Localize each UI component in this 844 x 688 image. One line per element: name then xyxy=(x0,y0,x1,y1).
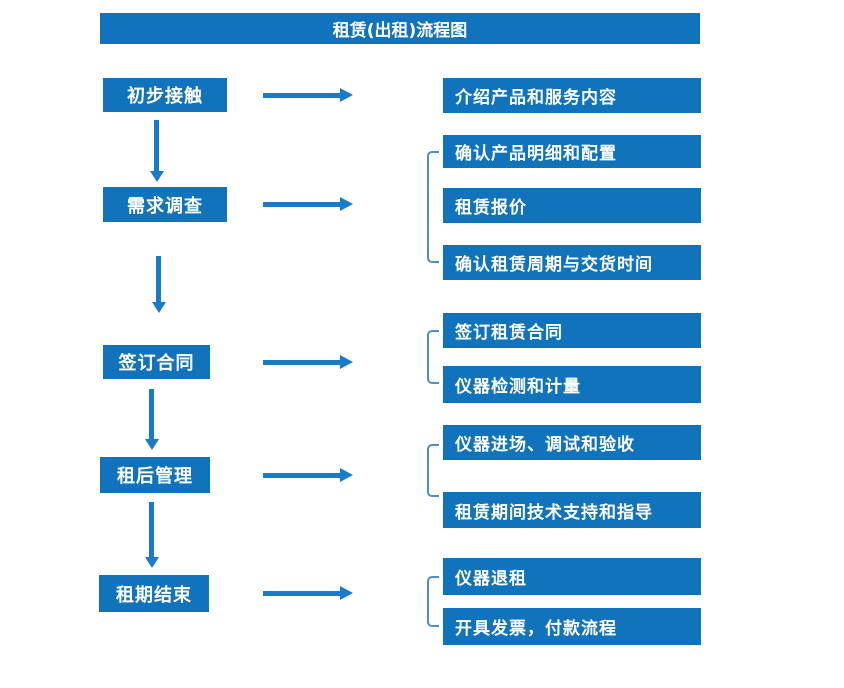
step-box-post-rental-management: 租后管理 xyxy=(100,457,210,493)
detail-box: 确认产品明细和配置 xyxy=(443,135,701,168)
arrow-shaft xyxy=(263,473,341,478)
group-bracket xyxy=(427,151,439,263)
arrow-head xyxy=(152,302,166,313)
detail-box: 开具发票，付款流程 xyxy=(443,608,701,645)
arrow-shaft xyxy=(263,360,341,365)
step-box-rental-end: 租期结束 xyxy=(99,575,209,612)
down-arrow-icon xyxy=(145,502,159,568)
group-bracket xyxy=(427,576,439,627)
detail-box: 确认租赁周期与交货时间 xyxy=(443,245,701,280)
arrow-head xyxy=(340,586,353,600)
right-arrow-icon xyxy=(263,355,353,369)
arrow-head xyxy=(145,439,159,450)
arrow-head xyxy=(145,557,159,568)
arrow-shaft xyxy=(156,256,161,303)
detail-box: 仪器进场、调试和验收 xyxy=(443,425,701,460)
right-arrow-icon xyxy=(263,468,353,482)
arrow-head xyxy=(340,197,353,211)
detail-box: 介绍产品和服务内容 xyxy=(443,78,701,113)
arrow-shaft xyxy=(149,389,154,440)
arrow-shaft xyxy=(149,502,154,558)
arrow-head xyxy=(340,468,353,482)
group-bracket xyxy=(427,444,439,497)
arrow-shaft xyxy=(263,202,341,207)
right-arrow-icon xyxy=(263,586,353,600)
right-arrow-icon xyxy=(263,197,353,211)
down-arrow-icon xyxy=(152,256,166,313)
arrow-shaft xyxy=(154,120,159,172)
right-arrow-icon xyxy=(263,88,353,102)
detail-box: 租赁报价 xyxy=(443,188,701,223)
arrow-head xyxy=(340,88,353,102)
step-box-initial-contact: 初步接触 xyxy=(103,78,227,112)
arrow-shaft xyxy=(263,93,341,98)
group-bracket xyxy=(427,330,439,384)
detail-box: 签订租赁合同 xyxy=(443,313,701,348)
arrow-head xyxy=(150,171,164,182)
detail-box: 租赁期间技术支持和指导 xyxy=(443,492,701,528)
arrow-head xyxy=(340,355,353,369)
down-arrow-icon xyxy=(145,389,159,450)
detail-box: 仪器退租 xyxy=(443,558,701,595)
page-title: 租赁(出租)流程图 xyxy=(332,21,468,41)
step-box-demand-survey: 需求调查 xyxy=(103,187,227,222)
title-bar: 租赁(出租)流程图 xyxy=(100,13,700,44)
down-arrow-icon xyxy=(150,120,164,182)
detail-box: 仪器检测和计量 xyxy=(443,366,701,403)
arrow-shaft xyxy=(263,591,341,596)
step-box-sign-contract: 签订合同 xyxy=(103,345,210,379)
